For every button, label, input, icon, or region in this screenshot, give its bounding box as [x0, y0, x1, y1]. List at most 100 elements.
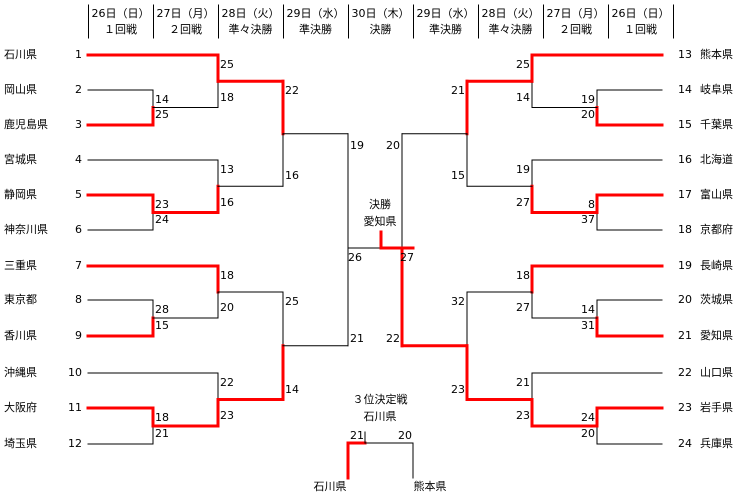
- round-date: 29日（水）: [286, 7, 345, 20]
- team-seed: 18: [678, 223, 692, 236]
- round-header: 26日（日）１回戦: [88, 6, 153, 38]
- team-seed: 7: [75, 259, 82, 272]
- score-label: 19: [350, 138, 364, 152]
- third-place-winner: 石川県: [363, 410, 397, 423]
- score-label: 23: [516, 409, 530, 422]
- score-label: 19: [516, 163, 530, 176]
- round-name: 準決勝: [429, 23, 462, 36]
- score-label: 14: [285, 382, 299, 396]
- round-header: 29日（水） 準決勝: [283, 6, 348, 38]
- score-label: 22: [386, 331, 400, 345]
- round-name: 決勝: [369, 23, 392, 36]
- score-label: 20: [581, 427, 595, 440]
- third-team: 熊本県: [413, 480, 447, 493]
- score-label: 21: [155, 427, 169, 440]
- team-seed: 14: [678, 83, 692, 96]
- team-name: 埼玉県: [4, 437, 37, 450]
- round-name: １回戦: [104, 23, 137, 36]
- team-name: 茨城県: [700, 293, 733, 306]
- team-seed: 6: [75, 223, 82, 236]
- round-header: 29日（水） 準決勝: [413, 6, 478, 38]
- round-name: 準決勝: [299, 23, 332, 36]
- team-seed: 23: [678, 401, 692, 414]
- team-seed: 3: [75, 118, 82, 131]
- team-name: 大阪府: [4, 401, 37, 414]
- score-label: 25: [516, 58, 530, 71]
- score-label: 20: [220, 301, 234, 314]
- score-label: 20: [386, 138, 400, 152]
- round-header: 28日（火） 準々決勝: [218, 6, 283, 38]
- third-team: 石川県: [313, 480, 347, 493]
- final-title: 決勝: [369, 198, 391, 211]
- score-label: 18: [220, 90, 234, 104]
- team-seed: 15: [678, 118, 692, 131]
- team-name: 宮城県: [4, 153, 37, 166]
- score-label: 24: [155, 213, 169, 226]
- team-name: 山口県: [700, 366, 733, 379]
- final-score: 26: [348, 251, 362, 264]
- round-date: 29日（水）: [416, 7, 475, 20]
- round-name: 準々決勝: [228, 23, 273, 36]
- score-label: 14: [581, 303, 595, 316]
- team-seed: 9: [75, 329, 82, 342]
- team-seed: 20: [678, 293, 692, 306]
- score-label: 18: [220, 269, 234, 282]
- score-label: 27: [516, 301, 530, 314]
- team-name: 京都府: [700, 223, 733, 236]
- team-seed: 17: [678, 188, 692, 201]
- team-seed: 1: [75, 48, 82, 61]
- round-header: 28日（火） 準々決勝: [478, 6, 543, 38]
- round-name: ２回戦: [169, 23, 202, 36]
- third-score: 20: [398, 429, 412, 442]
- score-label: 23: [451, 382, 465, 396]
- round-name: ２回戦: [559, 23, 592, 36]
- team-name: 兵庫県: [700, 437, 733, 450]
- round-date: 28日（火）: [481, 7, 540, 20]
- score-label: 25: [285, 295, 299, 308]
- score-label: 21: [451, 84, 465, 98]
- score-label: 24: [581, 411, 595, 424]
- team-name: 岡山県: [4, 83, 37, 96]
- team-seed: 21: [678, 329, 692, 342]
- team-seed: 19: [678, 259, 692, 272]
- third-score: 21: [350, 429, 364, 442]
- team-seed: 5: [75, 188, 82, 201]
- round-name: 準々決勝: [488, 23, 533, 36]
- third-place-title: ３位決定戦: [352, 393, 408, 406]
- team-seed: 22: [678, 366, 692, 379]
- score-label: 15: [155, 319, 169, 332]
- team-name: 千葉県: [700, 118, 733, 131]
- score-label: 8: [588, 198, 595, 211]
- score-label: 37: [581, 213, 595, 226]
- team-name: 愛知県: [700, 329, 733, 342]
- round-header: 26日（日） １回戦: [608, 6, 673, 38]
- team-seed: 24: [678, 437, 692, 450]
- round-header: 27日（月）２回戦: [153, 6, 218, 38]
- score-label: 14: [155, 93, 169, 106]
- score-label: 16: [220, 195, 234, 209]
- round-date: 30日（木）: [351, 7, 410, 20]
- score-label: 16: [285, 169, 299, 183]
- score-label: 20: [581, 108, 595, 121]
- score-label: 21: [516, 376, 530, 389]
- team-name: 熊本県: [700, 48, 733, 61]
- score-label: 22: [220, 376, 234, 389]
- team-name: 東京都: [4, 293, 37, 306]
- team-name: 神奈川県: [4, 223, 48, 236]
- score-label: 13: [220, 163, 234, 176]
- round-date: 26日（日）: [611, 7, 670, 20]
- team-name: 三重県: [4, 259, 37, 272]
- team-name: 香川県: [4, 329, 37, 342]
- round-header: 30日（木） 決勝: [348, 6, 413, 38]
- team-name: 北海道: [700, 153, 733, 166]
- score-label: 23: [220, 409, 234, 422]
- round-name: １回戦: [624, 23, 657, 36]
- team-seed: 12: [68, 437, 82, 450]
- round-date: 28日（火）: [221, 7, 280, 20]
- team-seed: 4: [75, 153, 82, 166]
- team-seed: 10: [68, 366, 82, 379]
- score-label: 15: [451, 169, 465, 183]
- score-label: 14: [516, 90, 530, 104]
